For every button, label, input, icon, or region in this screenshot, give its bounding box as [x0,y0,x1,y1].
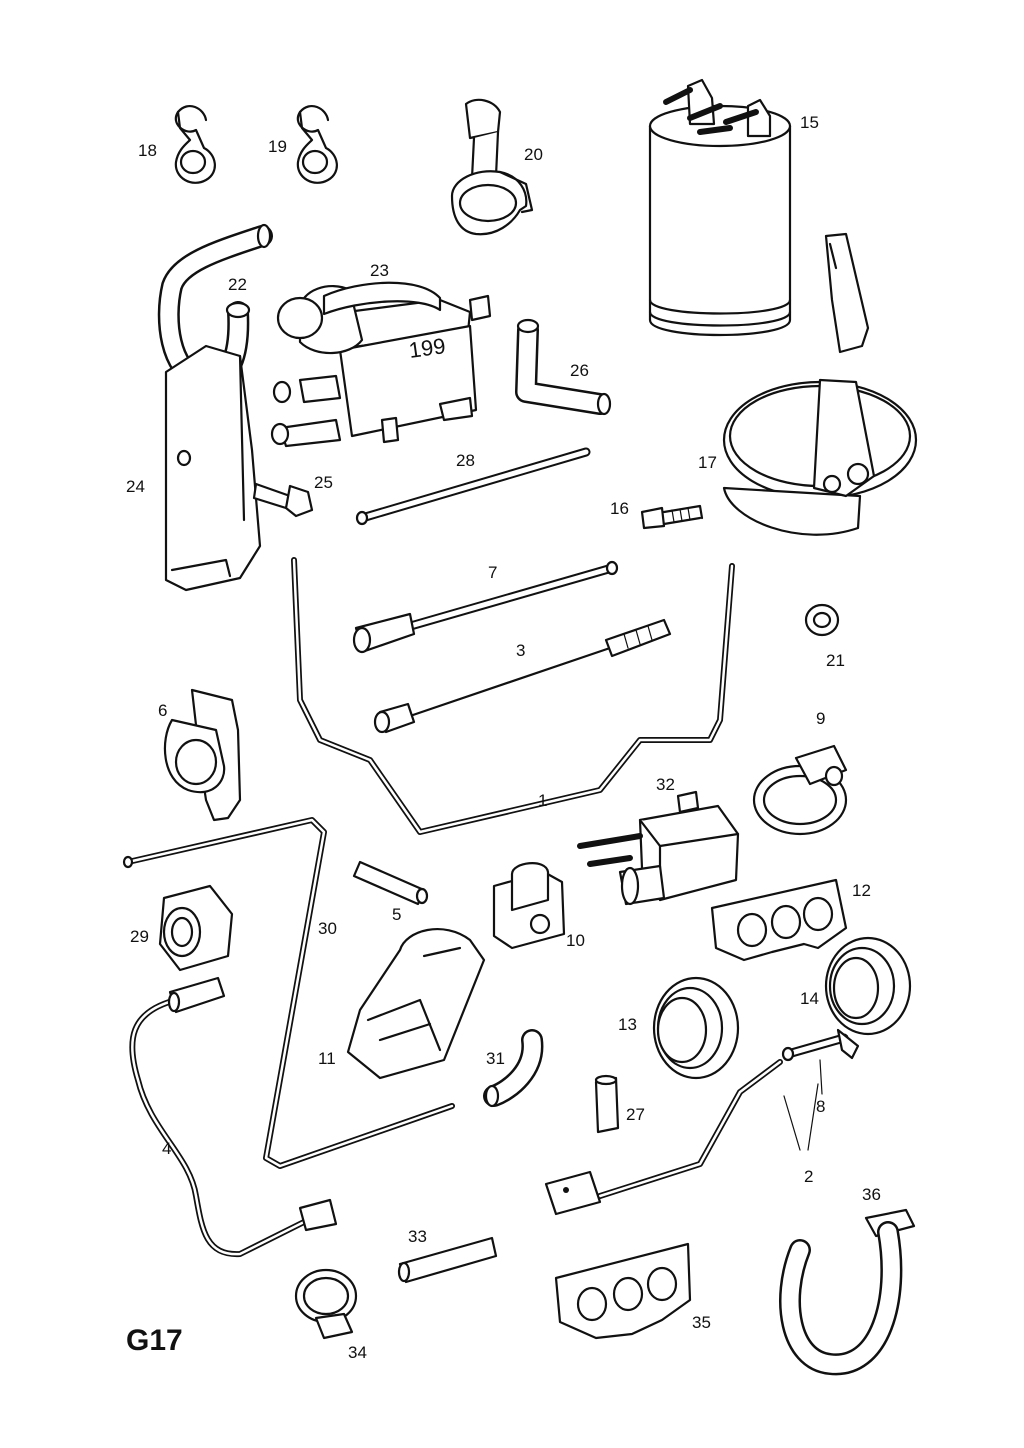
callout-22: 22 [228,275,247,294]
part-32-valve [577,790,740,906]
callout-29: 29 [130,927,149,946]
callout-18: 18 [138,141,157,160]
valve-marking: 199 [407,333,447,363]
part-7-tube [352,560,619,654]
part-31-hose [483,1029,544,1108]
callout-16: 16 [610,499,629,518]
part-1-pipe [291,557,735,835]
part-2-sensor [544,1059,783,1216]
part-24-bracket [164,344,262,592]
part-15-canister [648,78,792,337]
part-29-grommet [158,884,234,972]
part-23-valve: 199 [270,281,492,448]
part-12-double-clip [710,878,848,962]
part-36-cable-tie [779,1208,916,1376]
callout-33: 33 [408,1227,427,1246]
part-17-bracket [722,232,918,536]
callout-3: 3 [516,641,525,660]
callout-8: 8 [816,1097,825,1116]
part-16-bolt [640,504,704,530]
callout-25: 25 [314,473,333,492]
leader-lines [783,1059,823,1151]
part-14-grommet [824,936,912,1036]
callout-11: 11 [318,1049,336,1068]
callouts: 1 2 3 4 5 6 7 8 9 10 11 12 13 14 15 16 1… [126,113,881,1362]
callout-36: 36 [862,1185,881,1204]
sheet-code: G17 [126,1324,183,1357]
part-13-grommet [652,976,740,1080]
callout-19: 19 [268,137,287,156]
callout-32: 32 [656,775,675,794]
part-10-connector [492,862,566,950]
part-8-tube [781,1028,860,1062]
callout-2: 2 [804,1167,813,1186]
callout-5: 5 [392,905,401,924]
callout-9: 9 [816,709,825,728]
part-6-clip [163,688,242,822]
part-25-bolt [252,482,314,518]
part-20-clamp [450,98,534,236]
part-9-clamp [752,744,848,836]
callout-23: 23 [370,261,389,280]
part-11-clip [346,928,486,1080]
callout-21: 21 [826,651,845,670]
callout-13: 13 [618,1015,637,1034]
part-26-hose [515,318,612,416]
callout-27: 27 [626,1105,645,1124]
callout-12: 12 [852,881,871,900]
callout-17: 17 [698,453,717,472]
callout-24: 24 [126,477,145,496]
callout-28: 28 [456,451,475,470]
part-27-sleeve [594,1074,620,1134]
part-21-nut [804,603,840,637]
callout-7: 7 [488,563,497,582]
callout-35: 35 [692,1313,711,1332]
callout-30: 30 [318,919,337,938]
part-19-clip [296,104,338,184]
part-34-clamp [294,1268,358,1340]
callout-14: 14 [800,989,819,1008]
callout-6: 6 [158,701,167,720]
callout-10: 10 [566,931,585,950]
callout-4: 4 [162,1139,171,1158]
part-3-pipe [373,618,672,734]
callout-34: 34 [348,1343,367,1362]
callout-26: 26 [570,361,589,380]
part-28-tube [355,447,591,526]
part-33-sleeve [397,1236,498,1284]
part-30-pipe [122,817,455,1169]
part-5-pin [352,860,429,906]
part-4-pipe [129,976,338,1258]
callout-1: 1 [538,791,547,810]
callout-31: 31 [486,1049,505,1068]
callout-15: 15 [800,113,819,132]
part-35-triple-clip [554,1242,692,1340]
part-18-clip [174,104,216,184]
callout-20: 20 [524,145,543,164]
